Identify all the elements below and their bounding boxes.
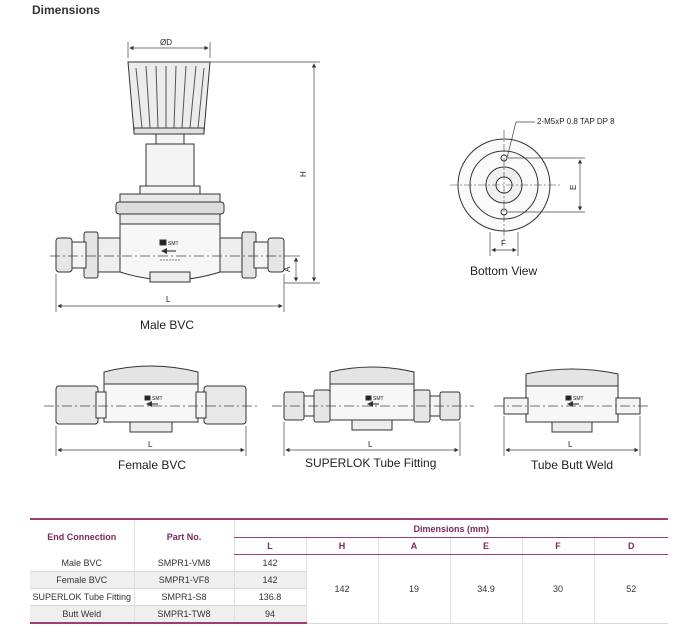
cell-dim-l: 142 [233,571,306,589]
caption-superlok: SUPERLOK Tube Fitting [305,456,437,470]
cell-dim-h: 142 [305,554,378,624]
caption-butt-weld: Tube Butt Weld [531,458,614,472]
dim-h-label: H [299,171,308,177]
cell-part-no: SMPR1-TW8 [133,605,234,624]
cell-end-connection: SUPERLOK Tube Fitting [30,588,134,606]
dimensions-table: End Connection Part No. Dimensions (mm) … [30,518,669,624]
bottom-view-drawing [450,130,560,240]
dim-f-label: F [501,239,506,248]
caption-bottom-view: Bottom View [470,264,538,278]
header-dimensions: Dimensions (mm) [233,518,669,538]
cell-dim-d: 52 [593,554,669,624]
cell-part-no: SMPR1-S8 [133,588,234,606]
technical-drawing: SMT ØD H A L 2-M5xP 0 [44,38,650,456]
header-dim-d: D [593,537,669,555]
header-part-no: Part No. [133,518,234,555]
superlok-dim-l-label: L [368,440,373,449]
table-row: Female BVC SMPR1-VF8 142 [30,571,668,589]
female-bvc-drawing [55,365,247,433]
butt-weld-drawing [503,368,641,433]
cell-dim-a: 19 [377,554,450,624]
header-dim-h: H [305,537,378,555]
cell-dim-l: 94 [233,605,306,624]
dim-e-label: E [569,185,578,190]
butt-weld-dim-l-label: L [568,440,573,449]
butt-weld-brand-label: SMT [573,396,584,402]
table-row: Male BVC SMPR1-VM8 142 142 19 34.9 30 52 [30,554,669,624]
table-row: Butt Weld SMPR1-TW8 94 [30,605,668,624]
cell-dim-e: 34.9 [449,554,522,624]
cell-part-no: SMPR1-VF8 [133,571,234,589]
cell-dim-l: 136.8 [233,588,306,606]
dim-d-label: ØD [160,38,172,47]
table-row: SUPERLOK Tube Fitting SMPR1-S8 136.8 [30,588,668,606]
page-heading: Dimensions [32,3,101,17]
cell-dim-f: 30 [521,554,594,624]
superlok-brand-label: SMT [373,396,384,402]
superlok-drawing [283,366,461,431]
header-dim-e: E [449,537,522,555]
header-end-connection: End Connection [30,518,134,555]
header-dim-l: L [233,537,306,555]
cell-part-no: SMPR1-VM8 [133,554,234,572]
cell-end-connection: Female BVC [30,571,134,589]
female-brand-label: SMT [152,396,163,402]
cell-end-connection: Butt Weld [30,605,134,624]
cell-end-connection: Male BVC [30,554,134,572]
cell-dim-l: 142 [233,554,306,572]
header-dim-f: F [521,537,594,555]
tap-note: 2-M5xP 0.8 TAP DP 8 [537,117,615,126]
male-bvc-drawing [55,61,285,283]
male-dim-l-label: L [166,295,171,304]
caption-male-bvc: Male BVC [140,318,195,332]
caption-female-bvc: Female BVC [118,458,187,472]
male-brand-label: SMT [168,241,179,247]
dim-a-label: A [283,266,292,272]
female-dim-l-label: L [148,440,153,449]
header-dim-a: A [377,537,450,555]
